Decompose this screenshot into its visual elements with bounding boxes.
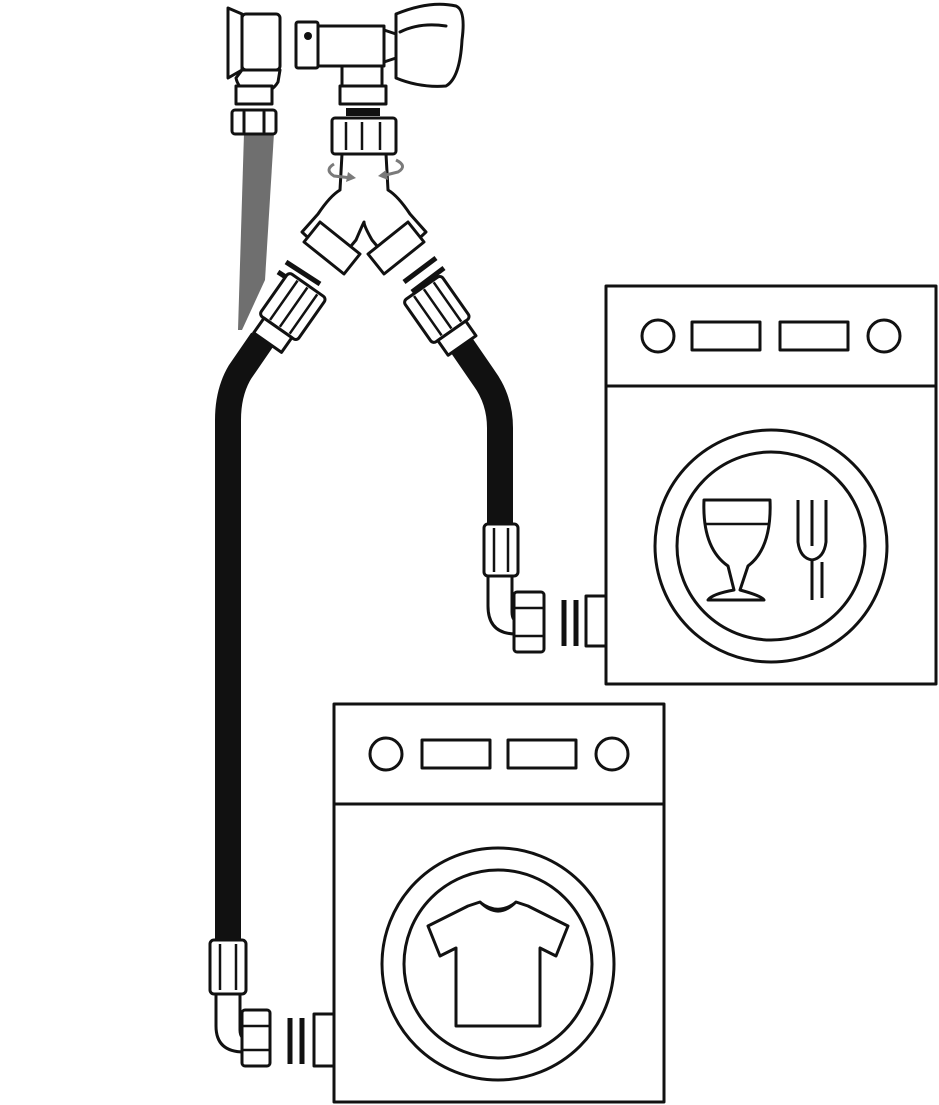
washing-machine-hose xyxy=(208,272,336,1068)
washing-machine-icon xyxy=(332,702,666,1104)
dishwasher-hose xyxy=(403,275,608,654)
dishwasher-icon xyxy=(604,284,938,686)
y-splitter-icon xyxy=(300,116,428,276)
tshirt-icon xyxy=(426,900,570,1028)
rotate-arrow-icon xyxy=(327,158,404,182)
angle-valve-icon xyxy=(294,2,465,116)
existing-hose xyxy=(238,133,274,330)
wine-glass-icon xyxy=(702,498,772,602)
fork-icon xyxy=(796,500,828,600)
existing-tap-icon xyxy=(226,6,282,330)
